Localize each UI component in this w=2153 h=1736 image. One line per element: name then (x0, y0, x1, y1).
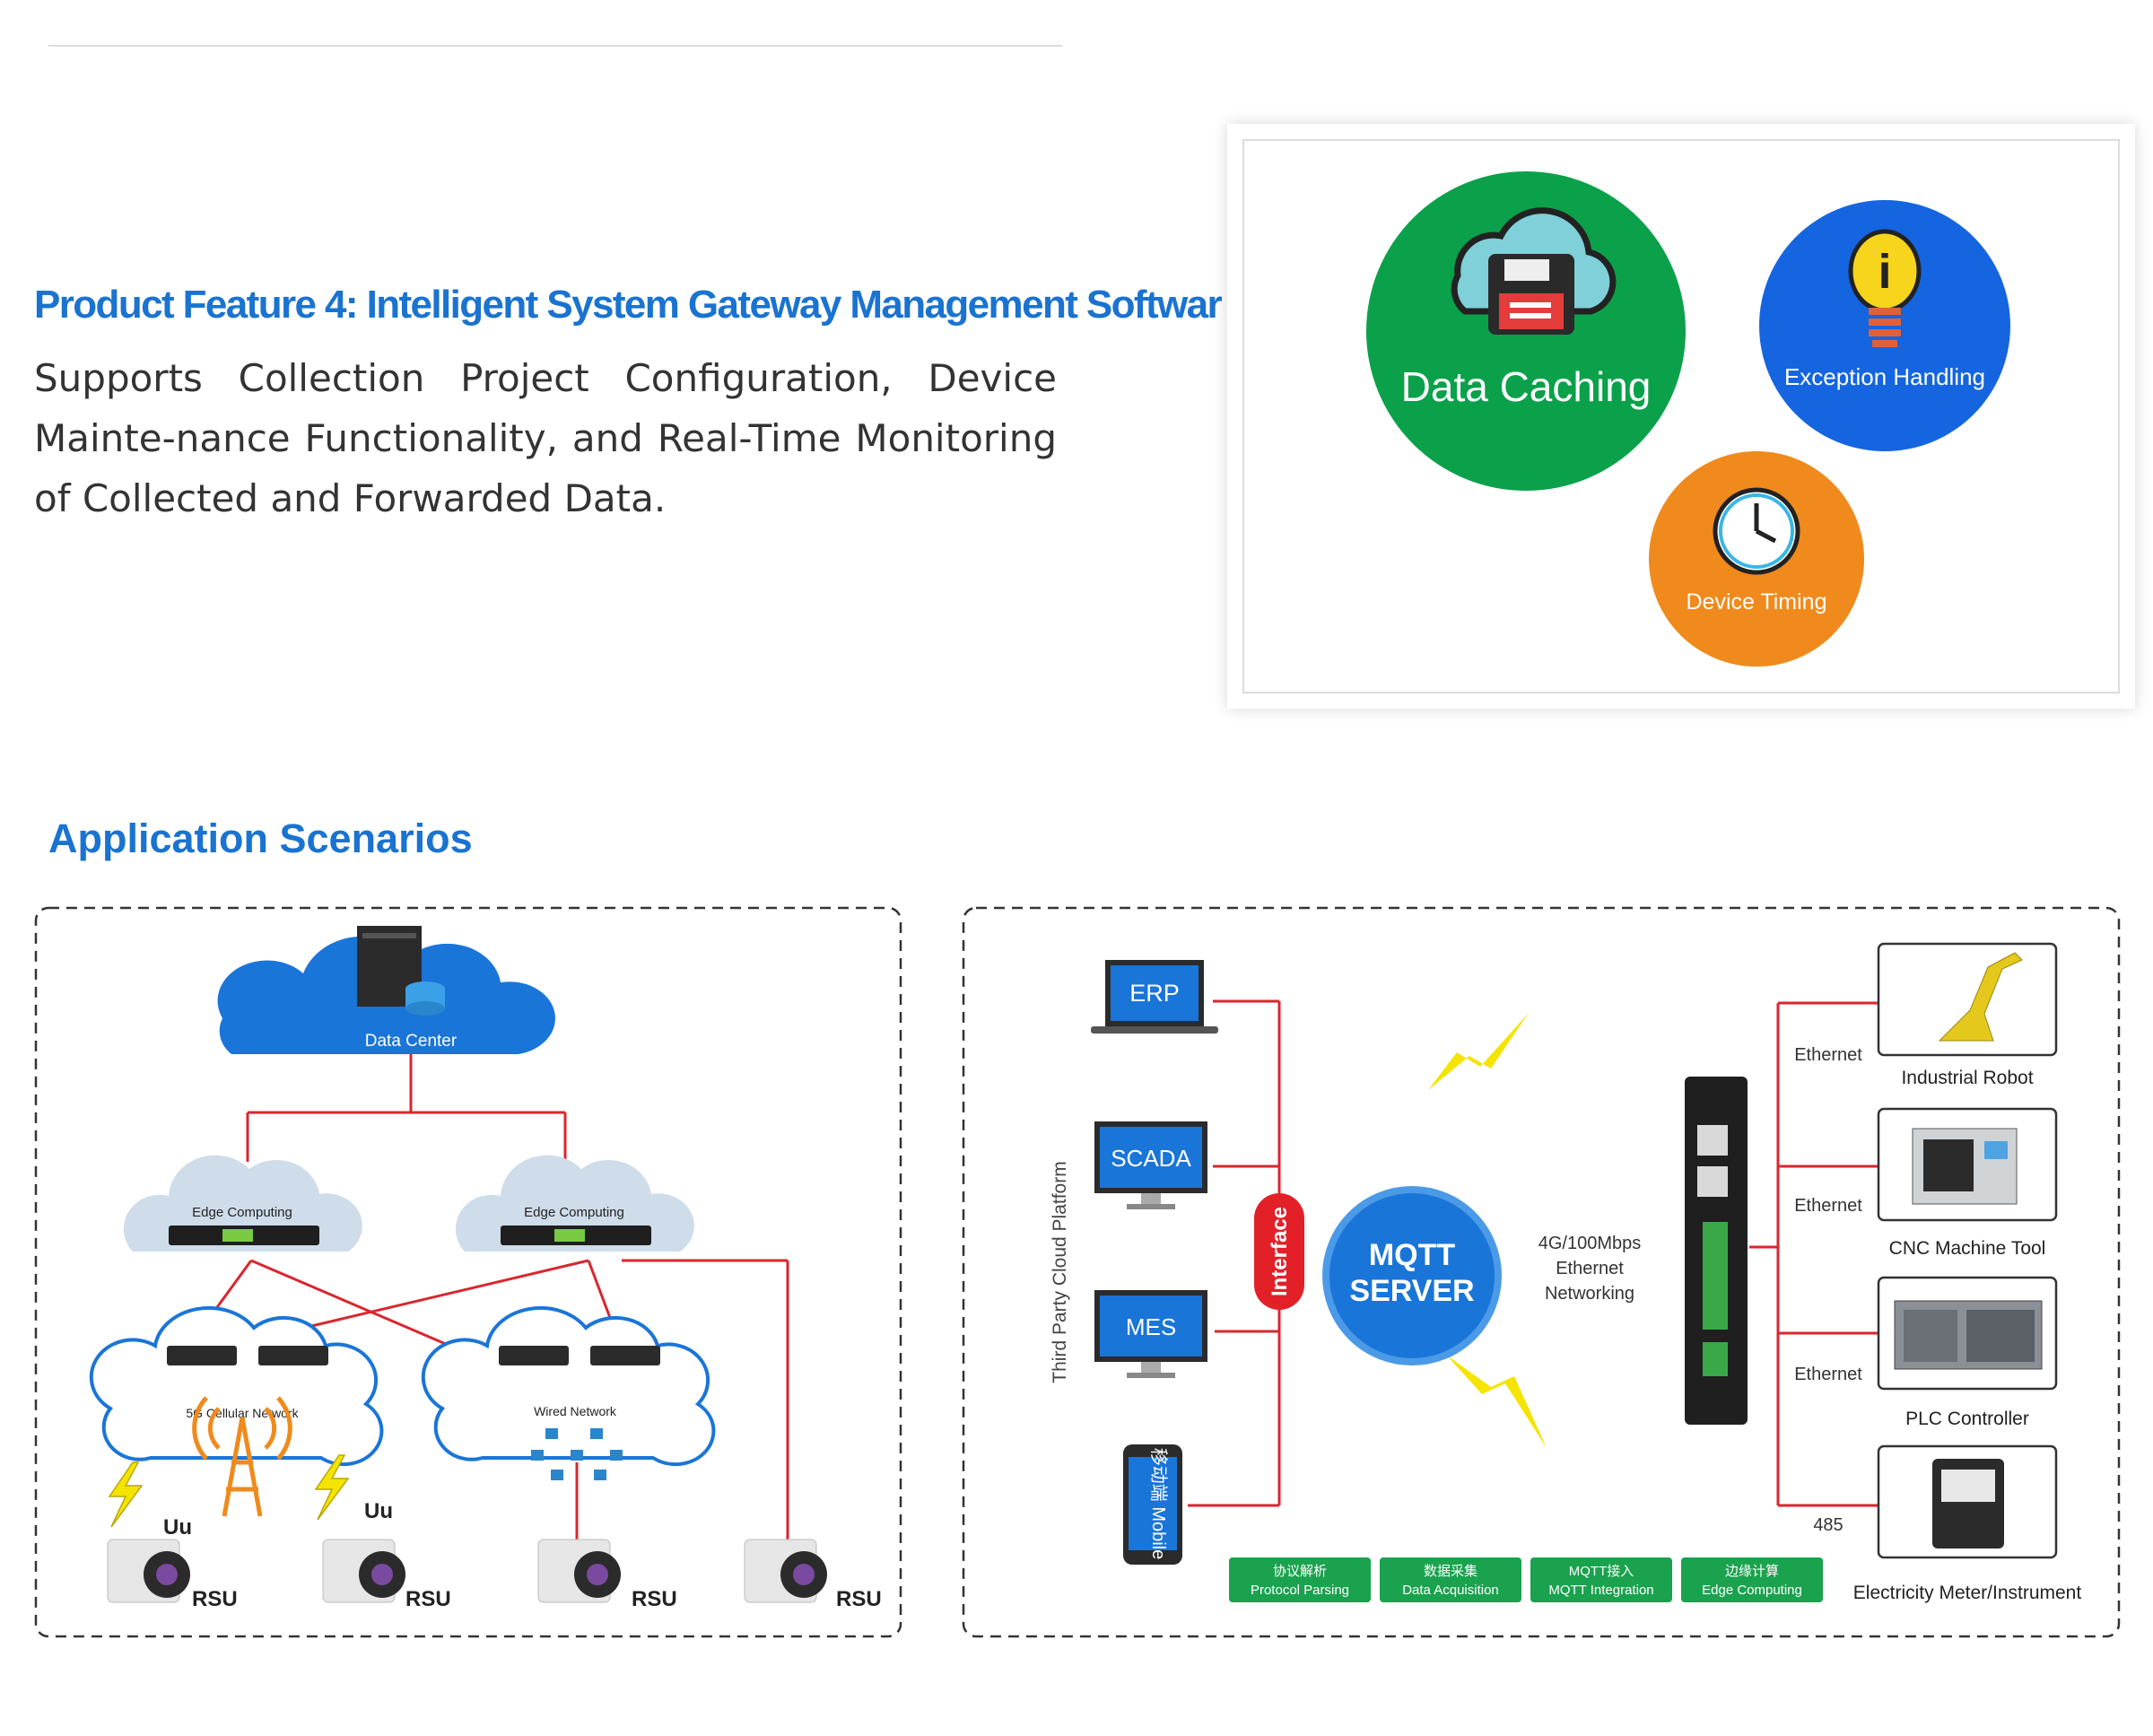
network-line-2: Ethernet (1556, 1259, 1624, 1278)
cnc-machine-label: CNC Machine Tool (1889, 1238, 2046, 1259)
diagram-left-frame (34, 906, 902, 1638)
data-caching-label: Data Caching (1401, 363, 1652, 410)
cell-tower-icon (192, 1396, 292, 1517)
erp-laptop: ERP (1091, 960, 1218, 1034)
uu-label-right: Uu (364, 1499, 393, 1523)
exception-handling-label: Exception Handling (1784, 363, 1985, 390)
edge-cloud-1: Edge Computing (123, 1155, 362, 1252)
robot-arm-icon (1938, 952, 2023, 1042)
mqtt-label: MQTT (1369, 1238, 1456, 1272)
wired-network-cloud: Wired Network (421, 1306, 716, 1480)
scada-label: SCADA (1111, 1145, 1191, 1172)
mobile-label: 移动端 Mobile (1148, 1448, 1169, 1559)
network-line-1: 4G/100Mbps (1538, 1234, 1642, 1253)
mes-monitor: MES (1094, 1290, 1207, 1378)
top-divider (48, 45, 1062, 47)
ethernet-label-2: Ethernet (1794, 1196, 1862, 1216)
wireless-bolt-icon (1446, 1355, 1547, 1448)
plc-controller-box: PLC Controller (1877, 1276, 2058, 1429)
server-label: SERVER (1349, 1274, 1474, 1308)
clock-icon (1713, 487, 1800, 575)
rsu-label: RSU (405, 1587, 451, 1611)
interface-pill: Interface (1254, 1193, 1304, 1310)
industrial-robot-label: Industrial Robot (1901, 1068, 2033, 1088)
ethernet-label-1: Ethernet (1794, 1045, 1862, 1065)
edge-2-label: Edge Computing (524, 1205, 624, 1220)
badge-en: Protocol Parsing (1251, 1583, 1349, 1598)
feature-badge-acquisition: 数据采集 Data Acquisition (1380, 1557, 1521, 1602)
electricity-meter-label: Electricity Meter/Instrument (1853, 1583, 2082, 1603)
rs485-label: 485 (1813, 1515, 1843, 1535)
gateway-device (1685, 1077, 1748, 1425)
edge-1-label: Edge Computing (192, 1205, 292, 1220)
cloud-save-icon (1451, 207, 1617, 335)
erp-label: ERP (1129, 980, 1180, 1007)
badge-en: Edge Computing (1702, 1583, 1802, 1598)
feature-circles: Data Caching i Exception Handling (1366, 171, 2010, 667)
badge-en: MQTT Integration (1548, 1583, 1653, 1598)
wireless-bolt-icon (108, 1454, 350, 1528)
diagram-right-frame (962, 906, 2121, 1638)
feature-card: Data Caching i Exception Handling (1227, 124, 2135, 709)
svg-text:i: i (1878, 245, 1891, 299)
wireless-bolt-icon (1428, 1013, 1529, 1090)
feature-badge-mqtt: MQTT接入 MQTT Integration (1530, 1557, 1672, 1602)
badge-zh: 边缘计算 (1725, 1563, 1779, 1579)
mobile-phone: 移动端 Mobile (1123, 1444, 1182, 1565)
rsu-camera-1: RSU (107, 1539, 238, 1611)
plc-controller-label: PLC Controller (1905, 1409, 2029, 1429)
data-center-cloud: Data Center (217, 926, 555, 1054)
badge-en: Data Acquisition (1402, 1583, 1499, 1598)
feature-badge-protocol: 协议解析 Protocol Parsing (1229, 1557, 1371, 1602)
rsu-label: RSU (192, 1587, 238, 1611)
data-caching-circle: Data Caching (1366, 171, 1686, 491)
ethernet-label-3: Ethernet (1794, 1365, 1862, 1384)
mes-label: MES (1126, 1313, 1176, 1340)
data-center-label: Data Center (365, 1032, 458, 1051)
platform-label: Third Party Cloud Platform (1050, 1161, 1070, 1383)
badge-zh: 协议解析 (1273, 1564, 1327, 1579)
network-line-3: Networking (1545, 1284, 1634, 1304)
badge-zh: 数据采集 (1424, 1564, 1477, 1579)
device-timing-circle: Device Timing (1649, 451, 1864, 667)
cellular-network-cloud: 5G Cellular Network (89, 1306, 384, 1517)
mqtt-gateway-diagram: ERP SCADA MES 移动端 Mobile Third Party Clo… (962, 906, 2121, 1638)
feature-description: Supports Collection Project Configuratio… (34, 356, 1057, 520)
wired-network-label: Wired Network (534, 1404, 617, 1418)
lightbulb-info-icon: i (1848, 229, 1922, 347)
exception-handling-circle: i Exception Handling (1759, 200, 2010, 451)
network-links (194, 1039, 789, 1545)
feature-title: Product Feature 4: Intelligent System Ga… (34, 283, 1223, 327)
rsu-camera-4: RSU (744, 1539, 882, 1611)
rsu-label: RSU (836, 1587, 882, 1611)
rsu-label: RSU (632, 1587, 677, 1611)
rsu-camera-2: RSU (322, 1539, 451, 1611)
rsu-camera-3: RSU (537, 1539, 677, 1611)
industrial-robot-box: Industrial Robot (1877, 942, 2058, 1088)
mqtt-server-circle: MQTT SERVER (1322, 1013, 1547, 1448)
edge-cloud-2: Edge Computing (455, 1155, 694, 1252)
uu-label-left: Uu (163, 1515, 192, 1540)
device-timing-label: Device Timing (1687, 589, 1827, 615)
feature-card-frame: Data Caching i Exception Handling (1242, 139, 2120, 694)
v2x-network-diagram: Data Center Edge Computing Edge Computin… (34, 906, 902, 1638)
feature-badge-edge: 边缘计算 Edge Computing (1681, 1557, 1823, 1602)
scenarios-title: Application Scenarios (48, 816, 473, 861)
badge-zh: MQTT接入 (1569, 1564, 1634, 1579)
scada-monitor: SCADA (1094, 1121, 1207, 1209)
switch-mesh-icon (531, 1428, 623, 1480)
interface-label: Interface (1268, 1207, 1292, 1296)
server-icon (357, 926, 445, 1016)
electricity-meter-box: Electricity Meter/Instrument (1853, 1444, 2082, 1603)
cnc-machine-box: CNC Machine Tool (1877, 1107, 2058, 1259)
